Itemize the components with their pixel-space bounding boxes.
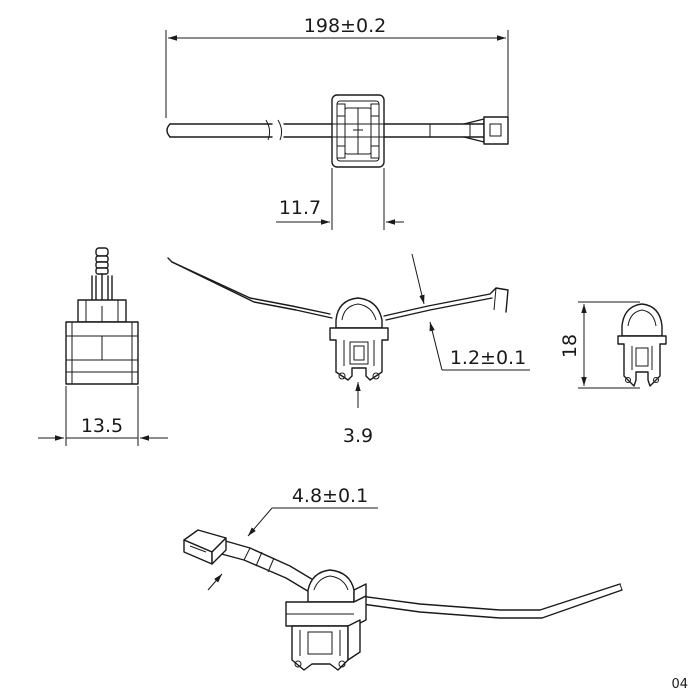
strap-thickness-dimension: 1.2±0.1: [411, 253, 530, 371]
height-dimension: 18: [559, 301, 640, 389]
front-view: 1.2±0.1 3.9: [167, 253, 530, 447]
strap-top-band: [166, 116, 509, 145]
clip-width-label: 11.7: [279, 197, 321, 219]
clip-top-view: [331, 94, 385, 168]
overall-length-label: 198±0.2: [304, 15, 386, 37]
top-view: 198±0.2: [165, 15, 509, 230]
overall-length-dimension: 198±0.2: [165, 15, 509, 120]
strap-width-label: 4.8±0.1: [292, 485, 368, 507]
spring-tip: [91, 247, 113, 307]
strap-thickness-label: 1.2±0.1: [450, 347, 526, 369]
height-label: 18: [559, 334, 581, 358]
side-width-label: 13.5: [81, 415, 123, 437]
side-view: 13.5: [38, 247, 168, 446]
panel-thickness-label: 3.9: [343, 425, 373, 447]
page-code: 04: [671, 677, 688, 692]
side-width-dimension: 13.5: [38, 386, 168, 446]
clip-width-dimension: 11.7: [276, 168, 404, 230]
strap-width-dimension: 4.8±0.1: [207, 485, 378, 591]
isometric-view: 4.8±0.1: [183, 485, 623, 671]
panel-thickness-callout: 3.9: [343, 382, 373, 447]
right-view: 18: [559, 301, 667, 389]
